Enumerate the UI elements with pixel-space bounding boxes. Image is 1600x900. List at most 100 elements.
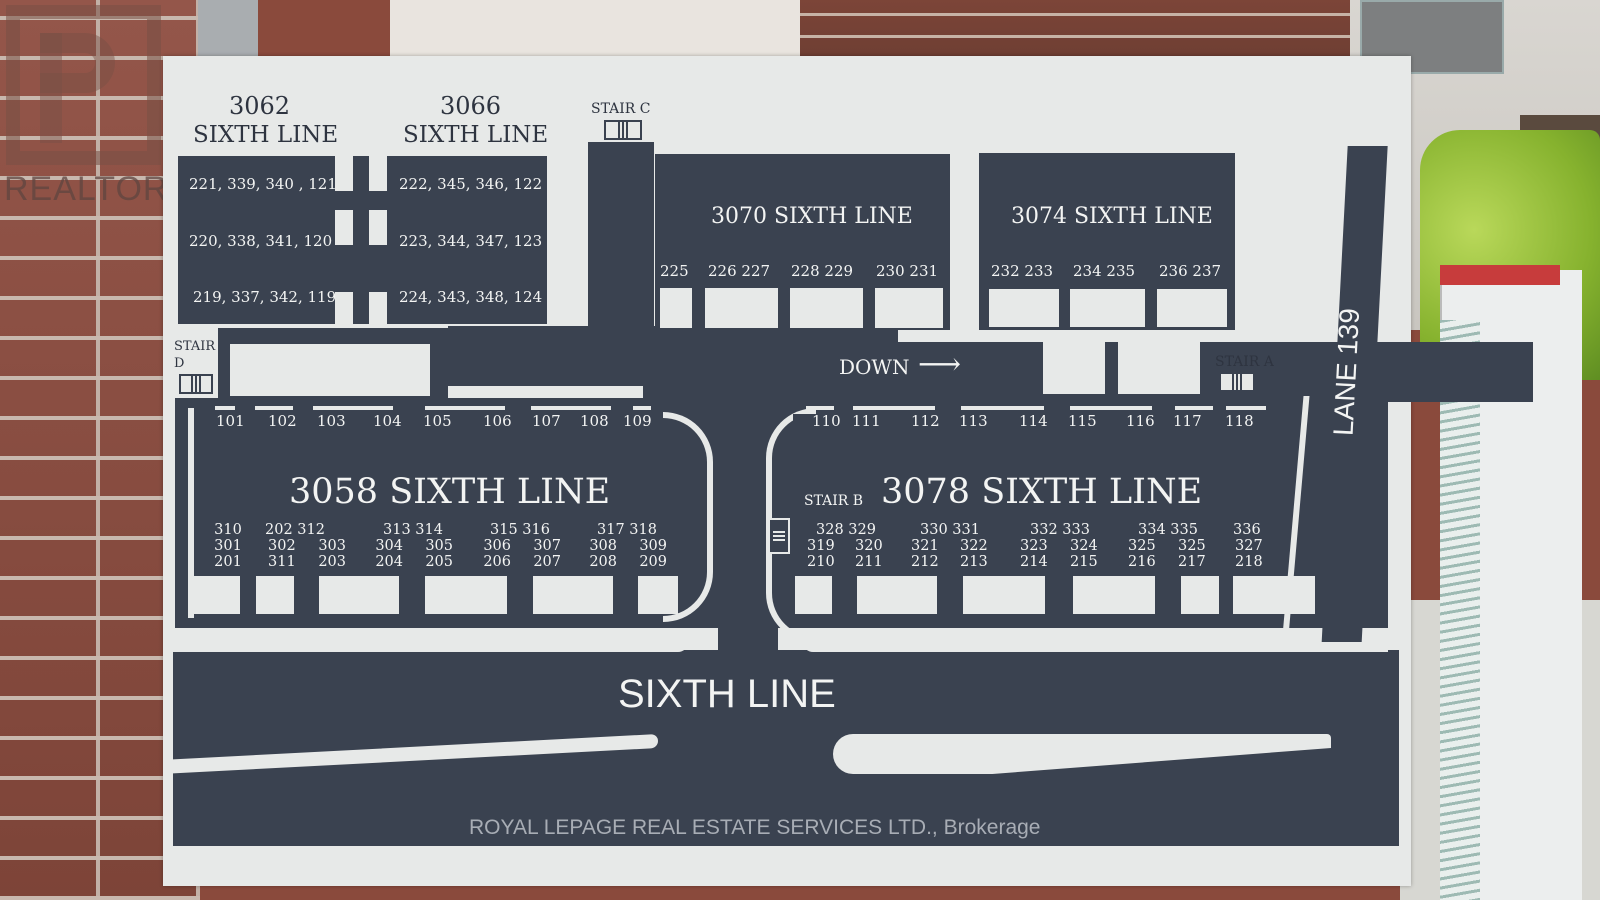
curb-curve: [663, 412, 713, 622]
stair-a-label: STAIR A: [1215, 354, 1274, 370]
unit-label: 214: [1020, 554, 1048, 570]
unit-label: 306: [483, 538, 511, 554]
unit-label: 322: [960, 538, 988, 554]
patio-line: [255, 406, 293, 410]
unit-label: 117: [1173, 412, 1202, 430]
unit-label: 215: [1070, 554, 1098, 570]
unit-label: 218: [1235, 554, 1263, 570]
stair-c-label: STAIR C: [591, 101, 651, 117]
unit-label: 324: [1070, 538, 1098, 554]
garage-pad: [963, 576, 1045, 614]
unit-label: 116: [1126, 412, 1155, 430]
sixth-line-label: SIXTH LINE: [618, 672, 836, 716]
building-3074-title: 3074 SIXTH LINE: [1011, 204, 1213, 229]
garage-pad: [660, 288, 692, 328]
walkway-gap: [335, 156, 353, 191]
lane-139-label: LANE 139: [1327, 307, 1366, 437]
unit-label: 212: [911, 554, 939, 570]
units-3066-row1: 222, 345, 346, 122: [399, 175, 543, 193]
garage-pad: [193, 576, 240, 614]
building-wall: [390, 0, 800, 60]
garage-pad: [1070, 289, 1145, 327]
garage-pad: [1157, 289, 1227, 327]
walkway-gap: [369, 156, 387, 191]
patio-line: [633, 406, 651, 410]
patio-line: [961, 406, 1044, 410]
unit-label: 307: [533, 538, 561, 554]
garage-pad: [533, 576, 613, 614]
unit-label: 205: [425, 554, 453, 570]
unit-label: 209: [639, 554, 667, 570]
drive-north: [588, 142, 654, 342]
unit-label: 232 233: [991, 262, 1054, 280]
unit-label: 228 229: [791, 262, 854, 280]
walkway-gap: [335, 292, 353, 324]
patio-line: [1175, 406, 1213, 410]
unit-label: 113: [959, 412, 988, 430]
unit-label: 309: [639, 538, 667, 554]
unit-label: 336: [1233, 522, 1261, 538]
unit-label: 206: [483, 554, 511, 570]
building-3066-number: 3066: [440, 92, 502, 120]
unit-label: 327: [1235, 538, 1263, 554]
unit-label: 217: [1178, 554, 1206, 570]
patio-line: [425, 406, 505, 410]
building-3078: [793, 414, 1271, 574]
unit-label: 114: [1019, 412, 1048, 430]
unit-label: 308: [589, 538, 617, 554]
unit-label: 236 237: [1159, 262, 1222, 280]
units-3062-row3: 219, 337, 342, 119: [193, 288, 337, 306]
stair-b-icon: [768, 518, 790, 554]
building-3062: [178, 156, 335, 324]
unit-label: 310: [214, 522, 242, 538]
patio-line: [1070, 406, 1152, 410]
unit-label: 330 331: [920, 522, 980, 538]
patio-line: [313, 406, 393, 410]
garage-pad: [989, 289, 1059, 327]
stair-b-label: STAIR B: [804, 493, 864, 509]
garage-pad: [790, 288, 863, 328]
building-3070-title: 3070 SIXTH LINE: [711, 204, 913, 229]
brokerage-watermark: ROYAL LEPAGE REAL ESTATE SERVICES LTD., …: [469, 816, 1041, 839]
parking-pad: [1118, 342, 1200, 394]
building-3062-street: SIXTH LINE: [193, 122, 339, 148]
unit-label: 325: [1128, 538, 1156, 554]
patio-line: [806, 406, 834, 410]
walkway-gap: [369, 292, 387, 324]
unit-label: 305: [425, 538, 453, 554]
unit-label: 301: [214, 538, 242, 554]
unit-label: 328 329: [816, 522, 876, 538]
patio-line: [1226, 406, 1266, 410]
mailbox-art-panel: [1440, 320, 1480, 900]
unit-label: 105: [423, 412, 452, 430]
garage-pad: [425, 576, 507, 614]
right-arrow-icon: ⟶: [918, 347, 962, 382]
unit-label: 115: [1068, 412, 1097, 430]
unit-label: 225: [660, 262, 689, 280]
unit-label: 323: [1020, 538, 1048, 554]
unit-label: 321: [911, 538, 939, 554]
patio-line: [531, 406, 611, 410]
unit-label: 204: [375, 554, 403, 570]
unit-label: 313 314: [383, 522, 443, 538]
garage-pad: [1181, 576, 1219, 614]
unit-label: 201: [214, 554, 242, 570]
unit-label: 325: [1178, 538, 1206, 554]
unit-label: 101: [216, 412, 245, 430]
stair-a-icon: [1219, 372, 1255, 392]
stair-c-icon: [604, 120, 642, 140]
units-3066-row3: 224, 343, 348, 124: [399, 288, 543, 306]
building-3066-street: SIXTH LINE: [403, 122, 549, 148]
garage-pad: [1073, 576, 1155, 614]
unit-label: 317 318: [597, 522, 657, 538]
unit-label: 213: [960, 554, 988, 570]
unit-label: 210: [807, 554, 835, 570]
patio-line: [215, 406, 235, 410]
unit-label: 202 312: [265, 522, 325, 538]
units-3062-row2: 220, 338, 341, 120: [189, 232, 333, 250]
unit-label: 104: [373, 412, 402, 430]
unit-label: 203: [318, 554, 346, 570]
units-3062-row1: 221, 339, 340 , 121: [189, 175, 337, 193]
sign-pole: [198, 0, 258, 60]
